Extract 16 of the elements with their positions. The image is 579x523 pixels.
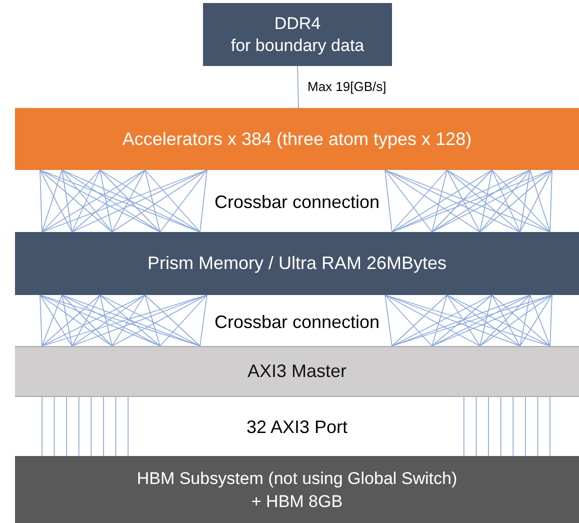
subsystem-band <box>15 456 579 523</box>
connector-line <box>42 396 550 456</box>
memory-box <box>203 3 392 66</box>
node-text: HBM Subsystem (not using Global Switch) <box>136 468 458 490</box>
node-text: AXI3 Master <box>247 360 347 383</box>
node-text: for boundary data <box>230 34 364 56</box>
master-band <box>15 346 579 397</box>
accelerator-band <box>15 108 579 170</box>
connector-line <box>297 66 299 108</box>
connector-line <box>40 170 552 232</box>
node-text: DDR4 <box>274 12 321 34</box>
memory-band <box>15 232 579 295</box>
connector-line <box>40 294 552 346</box>
node-text: Accelerators x 384 (three atom types x 128) <box>122 128 472 151</box>
node-text: + HBM 8GB <box>251 490 343 512</box>
node-text: Prism Memory / Ultra RAM 26MBytes <box>147 252 447 275</box>
